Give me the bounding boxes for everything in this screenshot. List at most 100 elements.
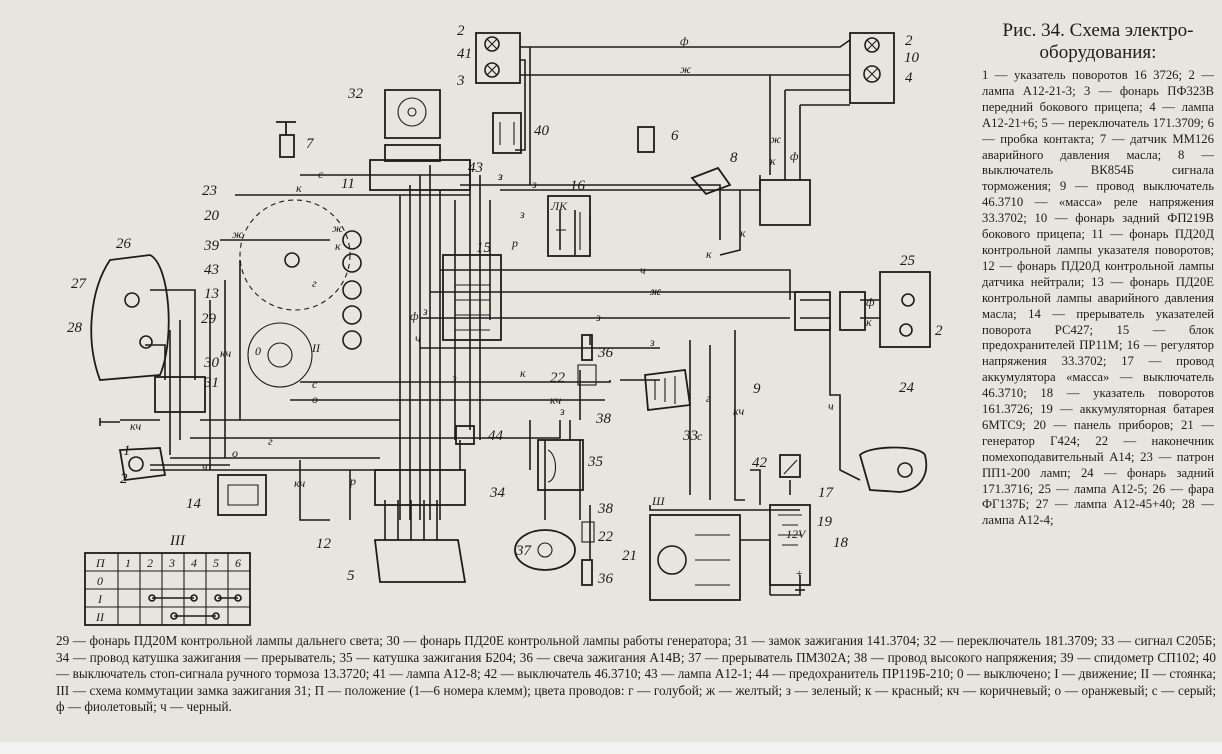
component-number: 4 [905,70,913,86]
component-number: 43 [468,160,483,176]
component-ground-symbols [99,418,805,591]
wiring-diagram: III П 1 2 3 4 5 6 0 I II 1 2 2 2 2 3 4 [67,23,943,626]
table-iii-header: 1 [125,556,131,570]
component-6-plug [637,126,655,153]
component-31-ignition-lock [247,322,313,388]
component-number: 22 [550,370,566,386]
component-number: 44 [488,428,504,444]
component-number: 9 [753,381,761,397]
component-connector-blocks [154,144,866,506]
ignition-position-label: II [311,341,321,355]
table-iii-header: 2 [147,556,153,570]
component-number: 2 [120,471,128,487]
wire-label: с [318,167,324,181]
wire-label: кч [733,404,744,418]
component-19-battery [769,504,811,586]
component-number: 31 [203,375,219,391]
component-number: 15 [476,240,492,256]
component-number: 33 [682,428,698,444]
wire-label: г [268,434,273,448]
component-number: 2 [935,323,943,339]
wire-label: к [296,181,302,195]
component-number: 22 [598,529,614,545]
battery-voltage-label: 12V [786,527,807,541]
wire-label: з [497,169,503,183]
component-33-horn [644,368,692,412]
wire-label: кч [294,476,305,490]
component-26-headlight [90,254,170,381]
table-iii-header: 3 [168,556,175,570]
component-number: 21 [622,548,637,564]
component-7-oil-sensor [276,121,296,158]
component-number: 38 [597,501,614,517]
component-number: 30 [203,355,220,371]
component-number: 24 [899,380,915,396]
table-iii-header: 5 [213,556,219,570]
wire-label: ж [770,132,781,146]
component-number: 7 [306,136,315,152]
component-24-tail-lamp [879,271,931,348]
wire-label: ж [650,284,661,298]
wire-label: ф [410,309,419,323]
component-number: 17 [818,485,835,501]
component-number: 1 [123,443,131,459]
wire-color-labels: ф ж к ф ж к с ж к г ж кч о с з з ч з ж з… [130,34,875,490]
component-number: 43 [204,262,219,278]
wire-label: ч [415,331,421,345]
component-41-lamp-front-trailer [475,32,521,84]
wire-label: с [697,429,703,443]
table-iii-header: П [95,556,106,570]
wire-label: к [866,315,872,329]
wire-label: ф [866,295,875,309]
generator-terminal-label: Ш [651,494,666,508]
table-iii-header: 4 [191,556,197,570]
legend-right-column: 1 — указатель поворотов 16 3726; 2 — лам… [982,68,1214,528]
component-number: 2 [457,23,465,39]
component-32-switch [384,89,441,139]
table-iii-title: III [169,533,186,549]
component-20-instrument-panel [239,199,362,350]
component-number: 29 [201,311,217,327]
component-8-brake-light-switch [690,166,732,196]
wire-label: р [349,474,356,488]
component-number: 6 [671,128,679,144]
component-number: 26 [116,236,132,252]
table-iii-row-label: II [95,610,105,624]
wire-label: кч [130,419,141,433]
component-number: 42 [752,455,768,471]
wire-label: ж [332,221,343,235]
component-number: 18 [833,535,849,551]
table-iii-ignition-commutation: III П 1 2 3 4 5 6 0 I II [84,533,251,626]
wire-label: з [451,371,457,385]
wire-label: г [706,391,711,405]
table-iii-row-label: I [97,592,103,606]
component-number: 20 [204,208,220,224]
component-number: 35 [587,454,604,470]
component-number: 40 [534,123,550,139]
wire-label: з [497,169,503,183]
wire-label: з [559,404,565,418]
component-35-ignition-coil [537,439,584,491]
wire-label: о [232,446,238,460]
component-5-switch [373,539,467,583]
component-16-voltage-regulator [547,195,591,257]
wire-label: ч [202,459,208,473]
component-number: 13 [204,286,219,302]
component-number: 16 [570,178,586,194]
component-number: 39 [203,238,220,254]
component-number: 8 [730,150,738,166]
component-number-labels: 1 2 2 2 2 3 4 5 6 7 8 9 10 11 12 13 14 1… [67,23,943,587]
table-iii-row-label: 0 [97,574,103,588]
regulator-terminal-label: ЛК [550,199,568,213]
table-iii-header: 6 [235,556,241,570]
component-40-brake-switch [492,112,522,154]
component-number: 36 [597,571,614,587]
component-18-turn-indicator [858,446,928,493]
legend-bottom-text: 29 — фонарь ПД20М контрольной лампы даль… [56,633,1216,715]
component-number: 14 [186,496,202,512]
component-1-turn-indicator [118,447,167,482]
wire-label: кч [220,346,231,360]
wire-label: з [422,304,428,318]
figure-title: Рис. 34. Схема электро­оборудования: [1002,20,1194,63]
component-number: 34 [489,485,506,501]
